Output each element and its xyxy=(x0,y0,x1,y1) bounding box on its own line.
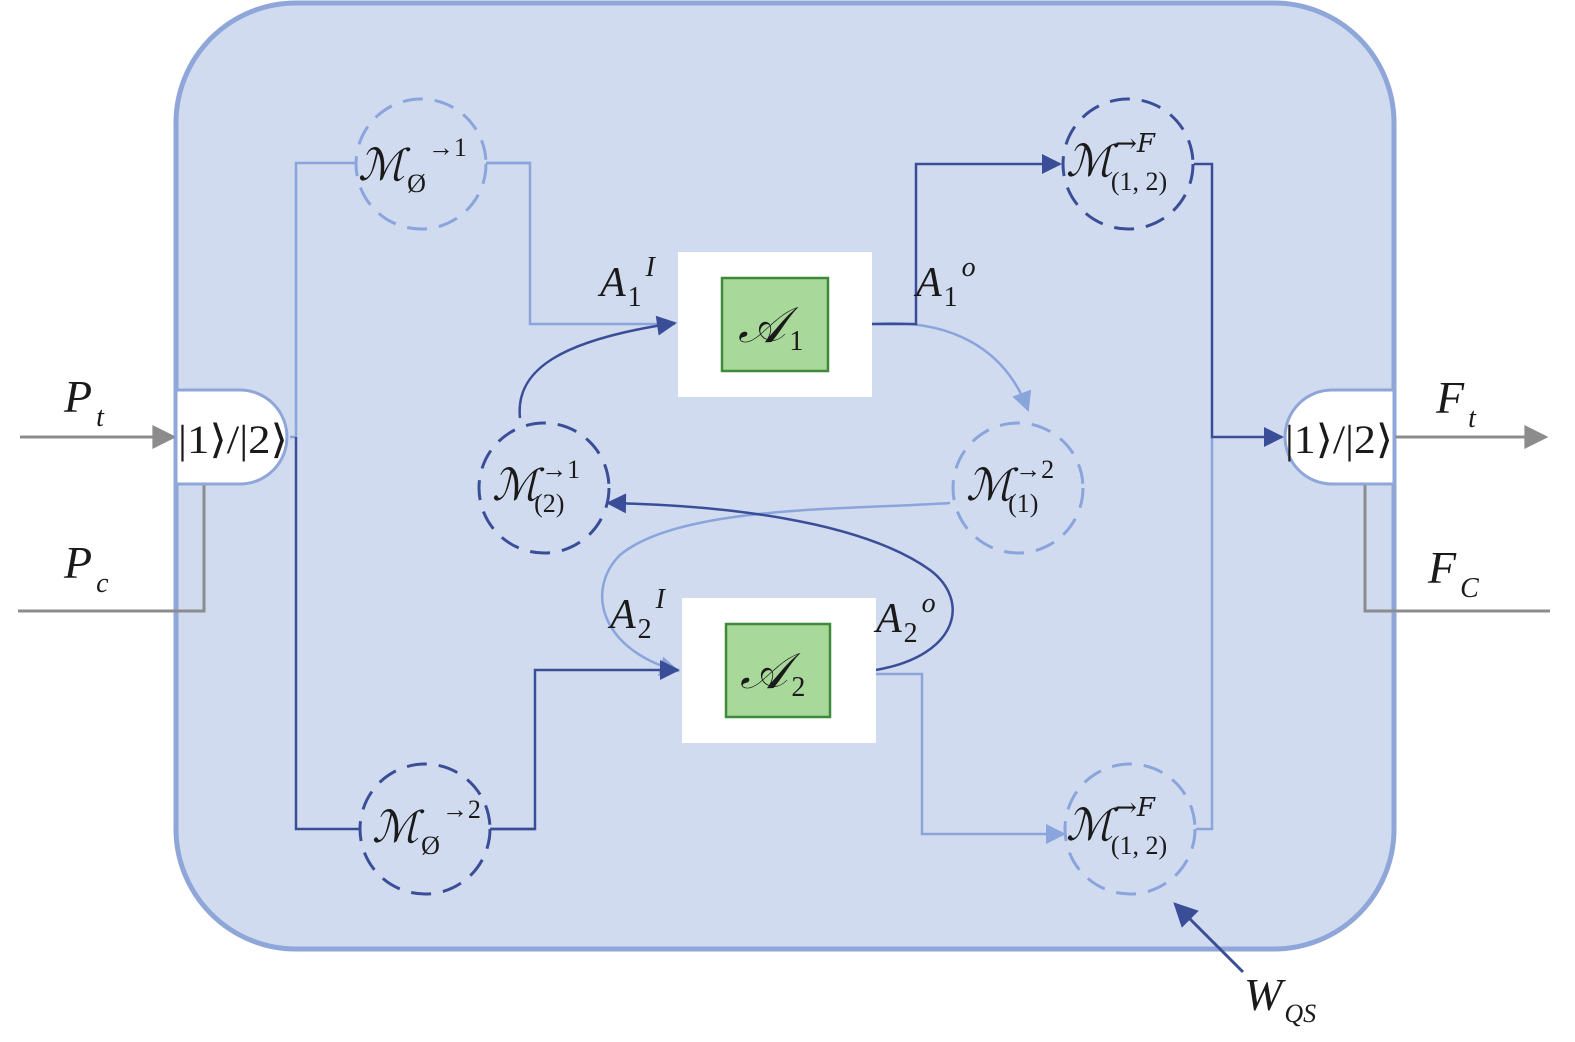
wire-in-to-m-empty-1 xyxy=(290,161,356,439)
port-a1-in-label: A1I xyxy=(597,252,657,313)
left-switch-box xyxy=(174,388,289,486)
agent-a2-box xyxy=(724,622,832,719)
map-empty-2-label: ℳØ→2 xyxy=(372,795,481,860)
wire-a2-to-m-2-to-1 xyxy=(606,493,954,672)
wqs-label: WQS xyxy=(1244,969,1316,1028)
right-switch-box xyxy=(1283,388,1396,486)
map-1-to-2-label: ℳ→2(1) xyxy=(966,455,1054,518)
port-a1-out-label: A1o xyxy=(913,252,976,313)
wire-m-2-to-1-to-a1 xyxy=(518,315,677,419)
wire-m-1-to-2-to-a2 xyxy=(600,501,951,676)
agent-a1-box xyxy=(720,276,830,373)
map-empty-1-label: ℳØ→1 xyxy=(358,133,467,198)
port-a2-in-label: A2I xyxy=(607,584,667,645)
wire-m-f-bottom-to-out xyxy=(1196,437,1214,831)
map-f-top-label: ℳ→F(1, 2) xyxy=(1066,129,1167,196)
map-circle-f-top xyxy=(1061,97,1195,231)
right-switch-label: |1⟩/|2⟩ xyxy=(1285,417,1393,462)
pc-wire xyxy=(18,484,206,613)
map-2-to-1-label: ℳ→1(2) xyxy=(492,455,580,518)
wire-m-f-top-to-out xyxy=(1194,162,1284,447)
port-a2-out-label: A2o xyxy=(873,588,936,649)
wire-in-to-m-empty-2 xyxy=(294,437,360,831)
wqs-arrow xyxy=(1173,902,1245,974)
map-circle-2-to-1 xyxy=(477,421,611,555)
map-circle-1-to-2 xyxy=(951,421,1085,555)
fc-wire xyxy=(1363,484,1550,613)
map-circle-f-bottom xyxy=(1063,762,1197,896)
left-switch-label: |1⟩/|2⟩ xyxy=(178,417,288,462)
map-f-bottom-label: ℳ→F(1, 2) xyxy=(1066,793,1167,860)
wire-a1-to-m-f-top xyxy=(872,154,1062,326)
wire-a2-to-m-f-bottom xyxy=(876,672,1066,844)
